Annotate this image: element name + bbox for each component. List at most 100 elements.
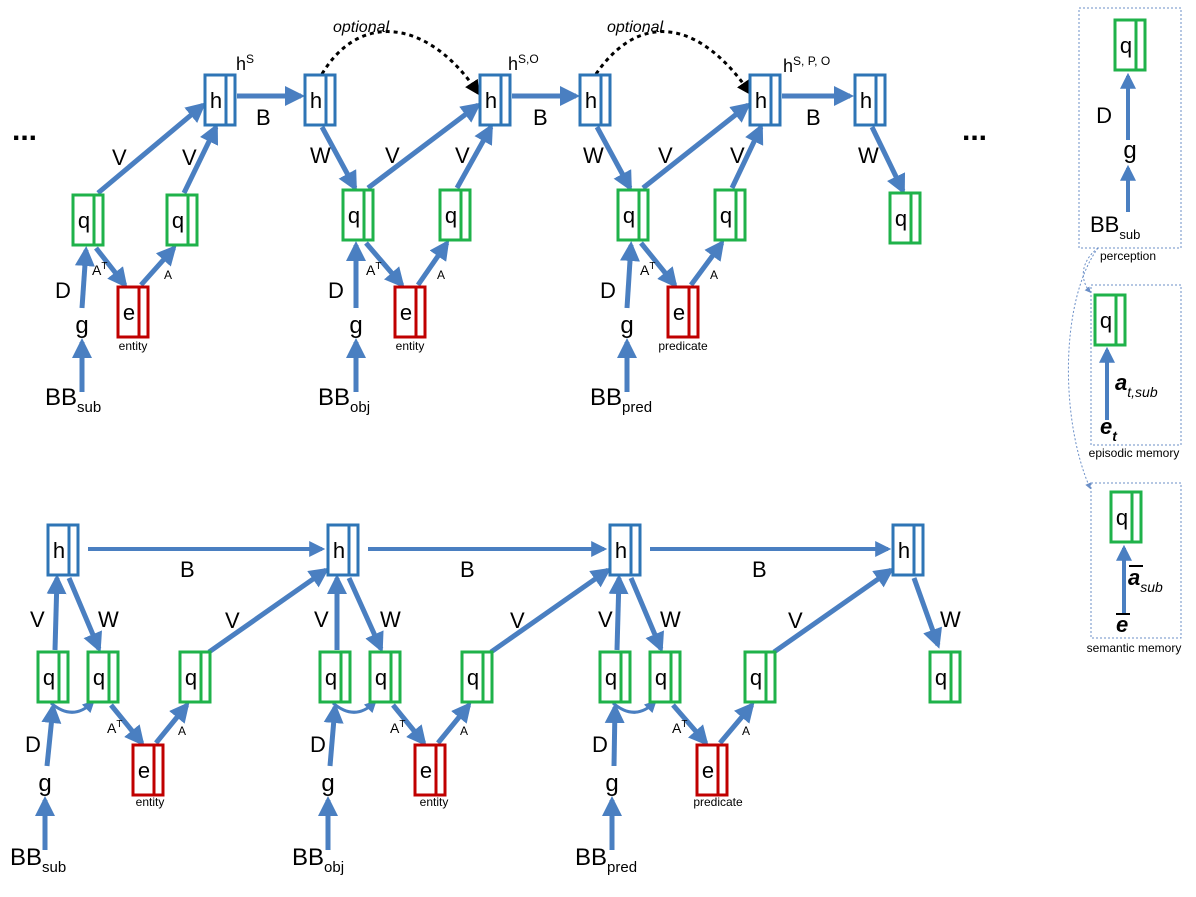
- d-label: D: [55, 278, 71, 303]
- w-arrow: [319, 125, 358, 192]
- w-arrow: [911, 577, 943, 649]
- q-node: q: [713, 188, 747, 242]
- panel-title: perception: [1100, 249, 1156, 263]
- q-node: q: [165, 193, 199, 247]
- e-caption: entity: [119, 339, 148, 353]
- q-box-letter: q: [1120, 33, 1132, 58]
- q-box-outer: [648, 650, 682, 704]
- at-arrow: [364, 241, 405, 289]
- d-arrow: [41, 703, 62, 767]
- q-box-letter: q: [78, 208, 90, 233]
- q-box-outer: [318, 650, 352, 704]
- q-node: q: [438, 188, 472, 242]
- bb-label: BBsub: [10, 844, 66, 876]
- h-box-outer: [303, 73, 337, 127]
- v-arrow-left: [608, 574, 629, 651]
- w-label: W: [940, 607, 961, 632]
- a-label: A: [460, 724, 468, 738]
- v-label: V: [455, 143, 470, 168]
- w-label: W: [583, 143, 604, 168]
- v-label: V: [225, 608, 240, 633]
- q-node: q: [178, 650, 212, 704]
- d-label: D: [592, 732, 608, 757]
- a-label: A: [178, 724, 186, 738]
- q-node: q: [1109, 490, 1143, 544]
- q-box-letter: q: [605, 665, 617, 690]
- q-box-letter: q: [467, 665, 479, 690]
- h-box-letter: h: [333, 538, 345, 563]
- a-label: A: [164, 268, 172, 282]
- h-node: h: [303, 73, 337, 127]
- q-box-outer: [341, 188, 375, 242]
- at-arrow: [671, 703, 709, 747]
- at-label: AT: [92, 261, 107, 278]
- q-box-outer: [928, 650, 962, 704]
- d-label: D: [25, 732, 41, 757]
- b-label: B: [533, 105, 548, 130]
- w-arrow: [594, 125, 633, 192]
- q-box-outer: [1109, 490, 1143, 544]
- e-box-letter: e: [702, 758, 714, 783]
- g-node: g: [1123, 137, 1136, 164]
- h-box-outer: [326, 523, 360, 577]
- q-box-letter: q: [93, 665, 105, 690]
- e-label: e: [1116, 612, 1128, 637]
- optional-dashed-arrow: [320, 30, 480, 96]
- v-arrow-left: [641, 102, 752, 190]
- g-node: g: [75, 312, 88, 339]
- h-box-letter: h: [898, 538, 910, 563]
- q-node: q: [888, 191, 922, 245]
- e-node: e: [393, 285, 427, 339]
- q-node: q: [71, 193, 105, 247]
- e-box-outer: [393, 285, 427, 339]
- ellipsis-left: ...: [12, 114, 37, 147]
- w-arrow: [869, 125, 906, 195]
- q-box-letter: q: [375, 665, 387, 690]
- q-box-letter: q: [172, 208, 184, 233]
- bb-label: BBsub: [45, 384, 101, 416]
- at-label: AT: [390, 719, 405, 736]
- d-arrow: [620, 241, 640, 309]
- e-box-outer: [116, 285, 150, 339]
- e-node: e: [131, 743, 165, 797]
- q-box-letter: q: [185, 665, 197, 690]
- a-label: A: [742, 724, 750, 738]
- h-superscript-label: hS,O: [508, 52, 539, 74]
- d-label: D: [328, 278, 344, 303]
- h-box-letter: h: [615, 538, 627, 563]
- q-box-outer: [713, 188, 747, 242]
- q-box-outer: [368, 650, 402, 704]
- q-box-outer: [86, 650, 120, 704]
- b-label: B: [256, 105, 271, 130]
- bb-label: BBobj: [318, 384, 370, 416]
- optional-label: optional: [607, 19, 663, 36]
- q-node: q: [928, 650, 962, 704]
- q-node: q: [1093, 293, 1127, 347]
- q-box-outer: [460, 650, 494, 704]
- e-box-outer: [666, 285, 700, 339]
- a-label: at,sub: [1115, 370, 1158, 400]
- v-arrow-right: [489, 567, 612, 655]
- v-label: V: [112, 145, 127, 170]
- v-label: V: [510, 608, 525, 633]
- w-arrow: [66, 577, 102, 653]
- h-box-outer: [203, 73, 237, 127]
- w-arrow: [346, 576, 384, 653]
- h-node: h: [853, 73, 887, 127]
- b-label: B: [460, 557, 475, 582]
- a-arrow: [718, 701, 755, 745]
- e-node: e: [116, 285, 150, 339]
- v-label: V: [182, 145, 197, 170]
- edges-layer: [35, 30, 1136, 850]
- q-node: q: [86, 650, 120, 704]
- e-box-letter: e: [138, 758, 150, 783]
- v-arrow-right: [181, 123, 219, 195]
- q-box-letter: q: [43, 665, 55, 690]
- e-box-outer: [413, 743, 447, 797]
- a-label: asub: [1128, 565, 1163, 595]
- bb-label: BBobj: [292, 844, 344, 876]
- q-box-letter: q: [445, 203, 457, 228]
- v-arrow-left: [366, 102, 482, 190]
